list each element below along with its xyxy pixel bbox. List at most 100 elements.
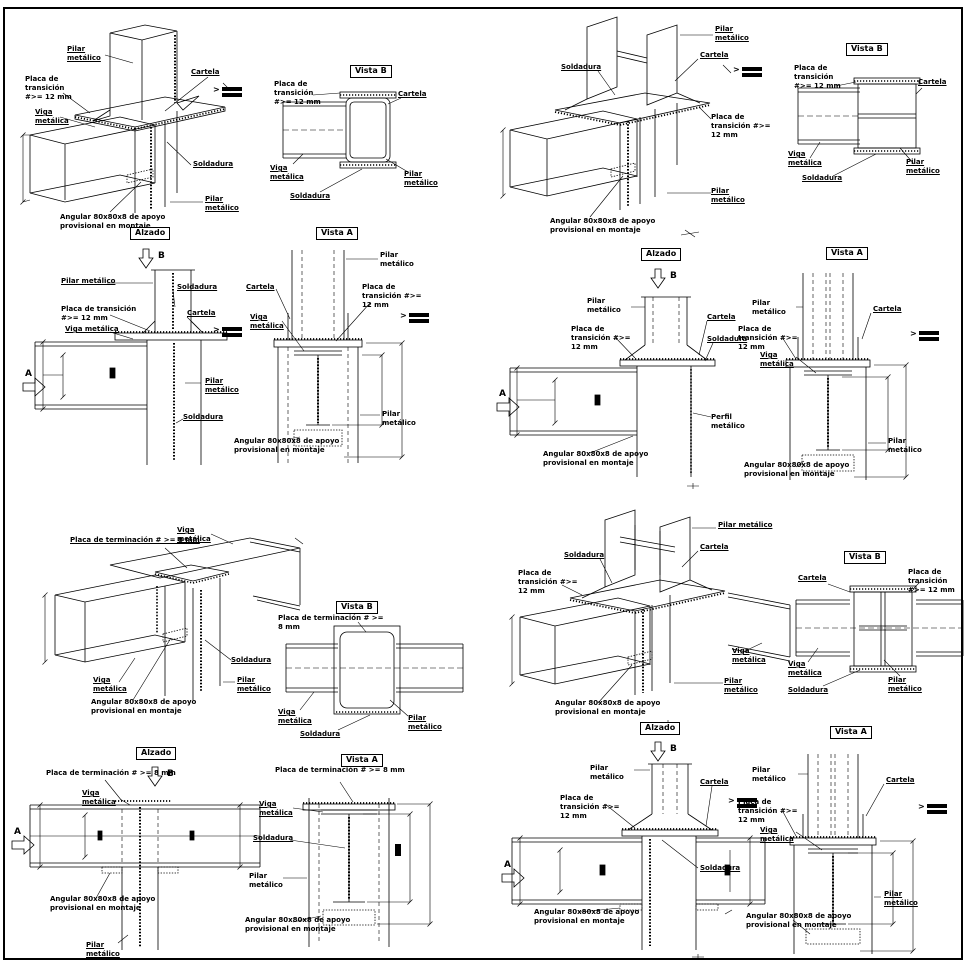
label-angular: Angular 80x80x8 de apoyo provisional en … [555,699,661,716]
label-pilar: Pilar metálico [715,25,749,42]
label-angular: Angular 80x80x8 de apoyo provisional en … [50,895,156,912]
label-pilar: Pilar metálico [724,677,758,694]
label-soldadura: Soldadura [253,834,294,842]
sheet-border [3,7,963,960]
label-cartela: Cartela [798,574,827,582]
label-placa-transicion: Placa de transición #>= 12 mm [61,305,137,322]
label-pilar: Pilar metálico [906,158,940,175]
illegible-dimension: > [910,330,939,343]
q4-isometric-view: Pilar metálico Cartela Soldadura Placa d… [500,495,800,740]
section-letter-b: B [167,769,174,779]
label-soldadura: Soldadura [193,160,234,168]
vista-b-title: Vista B [846,43,888,56]
label-pilar: Pilar metálico [888,437,922,454]
q3-vista-b-drawing [285,621,464,731]
label-soldadura: Soldadura [290,192,331,200]
label-pilar: Pilar metálico [408,714,442,731]
alzado-title: Alzado [136,747,177,760]
label-placa-transicion: Placa de transición #>= 12 mm [738,798,798,824]
q2-isometric-view: Soldadura Pilar metálico Cartela > Placa… [495,5,795,245]
vista-a-title: Vista A [341,754,383,767]
q3-alzado-view: Alzado B Placa de terminación # >= 8 mm … [10,745,280,965]
label-placa-transicion: Placa de transición #>= 12 mm [908,568,955,594]
label-viga: Viga metálica [65,325,119,333]
label-pilar: Pilar metálico [86,941,120,958]
section-letter-a: A [499,389,506,399]
q2-alzado-view: Alzado B Pilar metálico Placa de transic… [495,245,750,495]
label-cartela: Cartela [187,309,216,317]
label-viga: Viga metálica [788,150,822,167]
q4-alzado-drawing [501,741,766,960]
label-cartela: Cartela [246,283,275,291]
label-pilar: Pilar metálico [205,195,239,212]
illegible-dimension: > [918,803,947,816]
alzado-title: Alzado [640,722,681,735]
label-soldadura: Soldadura [564,551,605,559]
label-viga: Viga metálica [259,800,293,817]
illegible-dimension: > [400,312,429,325]
label-viga: Viga metálica [250,313,284,330]
label-pilar: Pilar metálico [61,277,116,285]
label-soldadura: Soldadura [707,335,748,343]
label-pilar: Pilar metálico [587,297,621,314]
label-angular: Angular 80x80x8 de apoyo provisional en … [543,450,649,467]
q1-isometric-drawing [20,24,232,213]
label-pilar: Pilar metálico [67,45,101,62]
label-angular: Angular 80x80x8 de apoyo provisional en … [234,437,340,454]
label-angular: Angular 80x80x8 de apoyo provisional en … [91,698,197,715]
label-pilar: Pilar metálico [237,676,271,693]
label-cartela: Cartela [918,78,947,86]
label-pilar: Pilar metálico [752,766,786,783]
q3-isometric-drawing [42,533,304,701]
q1-vista-a-view: Vista A Pilar metálico Cartela Placa de … [232,225,437,480]
section-letter-a: A [25,369,32,379]
q3-vista-b-view: Vista B Placa de terminación # >= 8 mm V… [278,598,473,748]
label-placa-terminacion: Placa de terminación # >= 8 mm [70,536,200,544]
vista-b-title: Vista B [336,601,378,614]
label-placa-transicion: Placa de transición #>= 12 mm [362,283,422,309]
label-cartela: Cartela [873,305,902,313]
label-placa-transicion: Placa de transición #>= 12 mm [25,75,72,101]
illegible-dimension: > [213,86,242,99]
label-placa-transicion: Placa de transición #>= 12 mm [711,113,771,139]
label-placa-transicion: Placa de transición #>= 12 mm [738,325,798,351]
label-angular: Angular 80x80x8 de apoyo provisional en … [550,217,656,234]
label-viga: Viga metálica [177,526,211,543]
label-pilar: Pilar metálico [888,676,922,693]
label-cartela: Cartela [700,543,729,551]
illegible-dimension [395,844,401,858]
label-angular: Angular 80x80x8 de apoyo provisional en … [744,461,850,478]
q1-vista-b-drawing [282,91,409,193]
q2-vista-b-view: Vista B Placa de transición #>= 12 mm Ca… [788,40,968,215]
section-letter-a: A [504,860,511,870]
q2-vista-a-view: Vista A Pilar metálico Cartela Placa de … [738,245,968,490]
q1-vista-b-view: Vista B Placa de transición #>= 12 mm Ca… [268,62,468,212]
label-soldadura: Soldadura [231,656,272,664]
q3-isometric-view: Placa de terminación # >= 8 mm Viga metá… [15,500,315,745]
q4-vista-a-drawing [781,754,916,954]
q1-alzado-drawing [22,248,228,465]
section-letter-b: B [158,251,165,261]
label-viga: Viga metálica [788,660,822,677]
q4-vista-b-view: Vista B Cartela Placa de transición #>= … [788,548,970,720]
label-cartela: Cartela [707,313,736,321]
label-viga: Viga metálica [93,676,127,693]
q2-alzado-drawing [496,268,716,489]
label-viga: Viga metálica [35,108,69,125]
section-letter-b: B [670,271,677,281]
vista-a-title: Vista A [316,227,358,240]
q4-vista-b-drawing [795,581,964,687]
vista-b-title: Vista B [844,551,886,564]
label-viga: Viga metálica [760,351,794,368]
q2-vista-a-drawing [781,273,909,480]
vista-b-title: Vista B [350,65,392,78]
label-pilar: Pilar metálico [382,410,416,427]
label-placa-terminacion: Placa de terminación # >= 8 mm [46,769,176,777]
label-perfil: Perfil metálico [711,413,745,430]
label-viga: Viga metálica [732,647,766,664]
label-cartela: Cartela [191,68,220,76]
label-viga: Viga metálica [760,826,794,843]
label-viga: Viga metálica [278,708,312,725]
label-pilar: Pilar metálico [718,521,773,529]
label-soldadura: Soldadura [300,730,341,738]
